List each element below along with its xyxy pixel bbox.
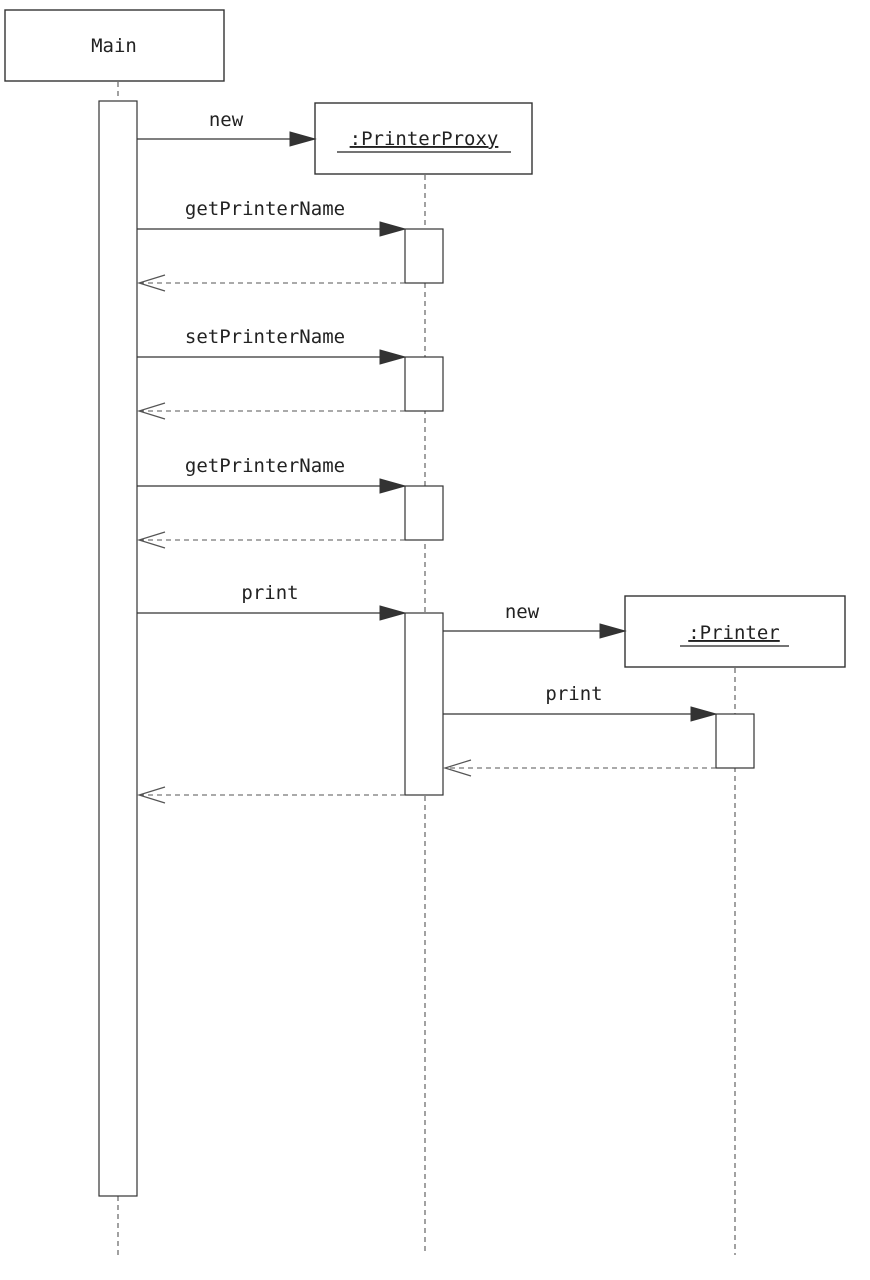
- return-get-printer-name-1: [136, 274, 405, 292]
- activation-proxy-2: [404, 356, 444, 412]
- activation-proxy-1: [404, 228, 444, 284]
- return-print-proxy: [136, 786, 405, 804]
- participant-main-label: Main: [91, 35, 137, 57]
- message-set-printer-name: setPrinterName: [137, 326, 407, 365]
- participant-printer-proxy-label: :PrinterProxy: [350, 128, 499, 150]
- activation-proxy-4: [404, 612, 444, 796]
- message-print-printer: print: [443, 683, 718, 722]
- participant-main: Main: [4, 9, 225, 82]
- activation-proxy-3: [404, 485, 444, 541]
- message-print-proxy: print: [137, 582, 407, 621]
- activation-printer-1: [715, 713, 755, 769]
- message-label-new-proxy: new: [209, 109, 244, 131]
- message-label-print-proxy: print: [241, 582, 298, 604]
- message-get-printer-name-1: getPrinterName: [137, 198, 407, 237]
- return-get-printer-name-2: [136, 531, 405, 549]
- message-new-proxy: new: [137, 109, 317, 147]
- participant-printer: :Printer: [624, 595, 846, 668]
- message-label-get-printer-name-1: getPrinterName: [185, 198, 345, 220]
- message-label-new-printer: new: [505, 601, 540, 623]
- return-print-printer: [442, 759, 716, 777]
- message-label-get-printer-name-2: getPrinterName: [185, 455, 345, 477]
- return-set-printer-name: [136, 402, 405, 420]
- activation-main: [98, 100, 138, 1197]
- participant-printer-label: :Printer: [688, 622, 780, 644]
- message-label-print-printer: print: [545, 683, 602, 705]
- message-new-printer: new: [443, 601, 627, 639]
- message-label-set-printer-name: setPrinterName: [185, 326, 345, 348]
- message-get-printer-name-2: getPrinterName: [137, 455, 407, 494]
- participant-printer-proxy: :PrinterProxy: [314, 102, 533, 175]
